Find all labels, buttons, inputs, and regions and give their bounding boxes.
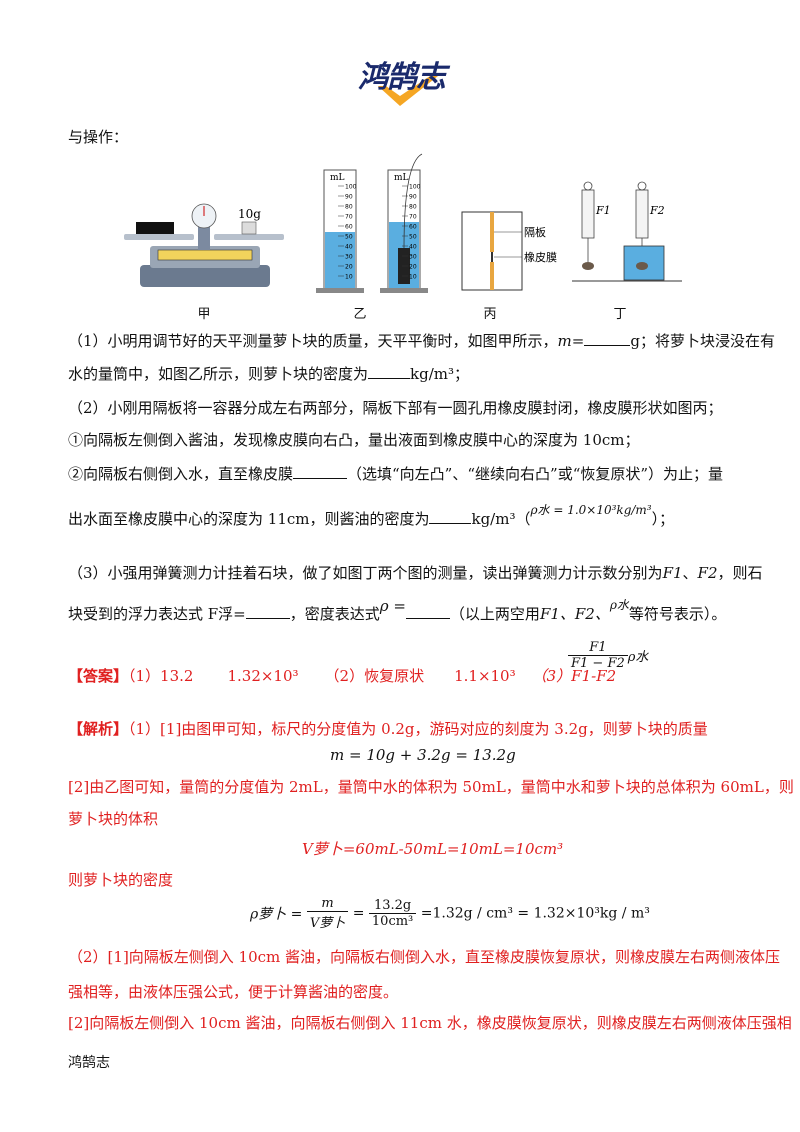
caption-yi: 乙 [353,307,367,322]
cylinder-unit-a: mL [330,173,345,183]
question-2-step-1: ①向隔板左侧倒入酱油，发现橡皮膜向右凸，量出液面到橡皮膜中心的深度为 10cm； [68,431,640,449]
membrane-label: 橡皮膜 [524,251,557,264]
header-logo: 鸿鹄志 [350,50,460,108]
caption-bing: 丙 [483,307,497,322]
cylinder-unit-b: mL [394,173,409,183]
analysis-p2b: 萝卜块的体积 [68,810,159,828]
analysis-p4a: （2）[1]向隔板左侧倒入 10cm 酱油，向隔板右侧倒入水，直至橡皮膜恢复原状… [68,948,781,966]
question-3-line-2: 块受到的浮力表达式 F浮=，密度表达式ρ =（以上两空用F1、F2、ρ水等符号表… [68,597,727,623]
weight-label: 10g [238,207,261,221]
cylinder-tick-label: 70 [409,214,417,221]
analysis-p4b: 强相等，由液体压强公式，便于计算酱油的密度。 [68,983,399,1001]
spring-label-f2: F2 [649,204,665,217]
cylinder-ticks-b: 100 90 80 70 60 50 40 30 20 10 [402,184,421,281]
answer-blank-density[interactable] [368,378,411,379]
cylinder-tick-label: 10 [409,274,417,281]
cylinder-tick-label: 50 [409,234,417,241]
cylinder-ticks-a: 100 90 80 70 60 50 40 30 20 10 [338,184,357,281]
cylinder-tick-label: 50 [345,234,353,241]
cylinder-tick-label: 90 [345,194,353,201]
analysis-p3: 则萝卜块的密度 [68,871,174,889]
cylinder-tick-label: 100 [345,184,357,191]
cylinder-tick-label: 20 [409,264,417,271]
question-2-step-2: ②向隔板右侧倒入水，直至橡皮膜（选填“向左凸”、“继续向右凸”或“恢复原状”）为… [68,465,724,483]
cylinder-tick-label: 100 [409,184,421,191]
analysis-p2a: [2]由乙图可知，量筒的分度值为 2mL，量筒中水的体积为 50mL，量筒中水和… [68,778,794,796]
question-1-line-1: （1）小明用调节好的天平测量萝卜块的质量，天平平衡时，如图甲所示，m=g；将萝卜… [68,332,775,350]
question-3-line-1: （3）小强用弹簧测力计挂着石块，做了如图丁两个图的测量，读出弹簧测力计示数分别为… [68,564,763,582]
analysis-p1: 【解析】（1）[1]由图甲可知，标尺的分度值为 0.2g，游码对应的刻度为 3.… [68,720,708,738]
answer-blank-mass[interactable] [584,345,631,346]
cylinder-tick-label: 80 [345,204,353,211]
balance-drawing [124,203,284,287]
cylinder-tick-label: 30 [409,254,417,261]
analysis-eq2: V萝卜=60mL-50mL=10mL=10cm³ [302,840,564,858]
cylinder-tick-label: 60 [345,224,353,231]
logo-chevron-icon [378,76,438,106]
cylinder-tick-label: 90 [409,194,417,201]
spring-label-f1: F1 [595,204,611,217]
experiment-drawings: 10g mL mL 100 90 80 70 60 50 40 30 20 10 100 90 80 7… [124,153,682,293]
analysis-p5: [2]向隔板左侧倒入 10cm 酱油，向隔板右侧倒入 11cm 水，橡皮膜恢复原… [68,1014,792,1032]
analysis-eq1: m = 10g + 3.2g = 13.2g [330,746,516,764]
cylinder-tick-label: 60 [409,224,417,231]
answer-blank-buoyancy[interactable] [245,618,290,619]
partition-label: 隔板 [524,225,546,239]
caption-ding: 丁 [613,307,627,322]
question-2-line-1: （2）小刚用隔板将一容器分成左右两部分，隔板下部有一圆孔用橡皮膜封闭，橡皮膜形状… [68,399,723,417]
cylinder-tick-label: 40 [409,244,417,251]
logo-text: 鸿鹄志 [358,60,446,95]
cylinder-tick-label: 70 [345,214,353,221]
footer-text: 鸿鹄志 [68,1055,110,1071]
spring-scales-drawing [572,181,682,282]
cylinder-tick-label: 10 [345,274,353,281]
answer-blank-membrane[interactable] [293,478,348,479]
intro-text: 与操作： [68,128,129,146]
experiment-figure: 10g mL mL 100 90 80 70 60 50 40 30 20 10 100 90 80 7… [110,150,690,325]
cylinder-tick-label: 20 [345,264,353,271]
answer-blank-soy-density[interactable] [429,523,472,524]
cylinder-tick-label: 40 [345,244,353,251]
caption-jia: 甲 [197,307,211,322]
cylinder-tick-label: 80 [409,204,417,211]
answer-blank-stone-density[interactable] [405,618,450,619]
water-density-note: ρ水 = 1.0×10³kg/m³ [530,503,652,517]
cylinder-tick-label: 30 [345,254,353,261]
partition-container-drawing [461,211,523,291]
